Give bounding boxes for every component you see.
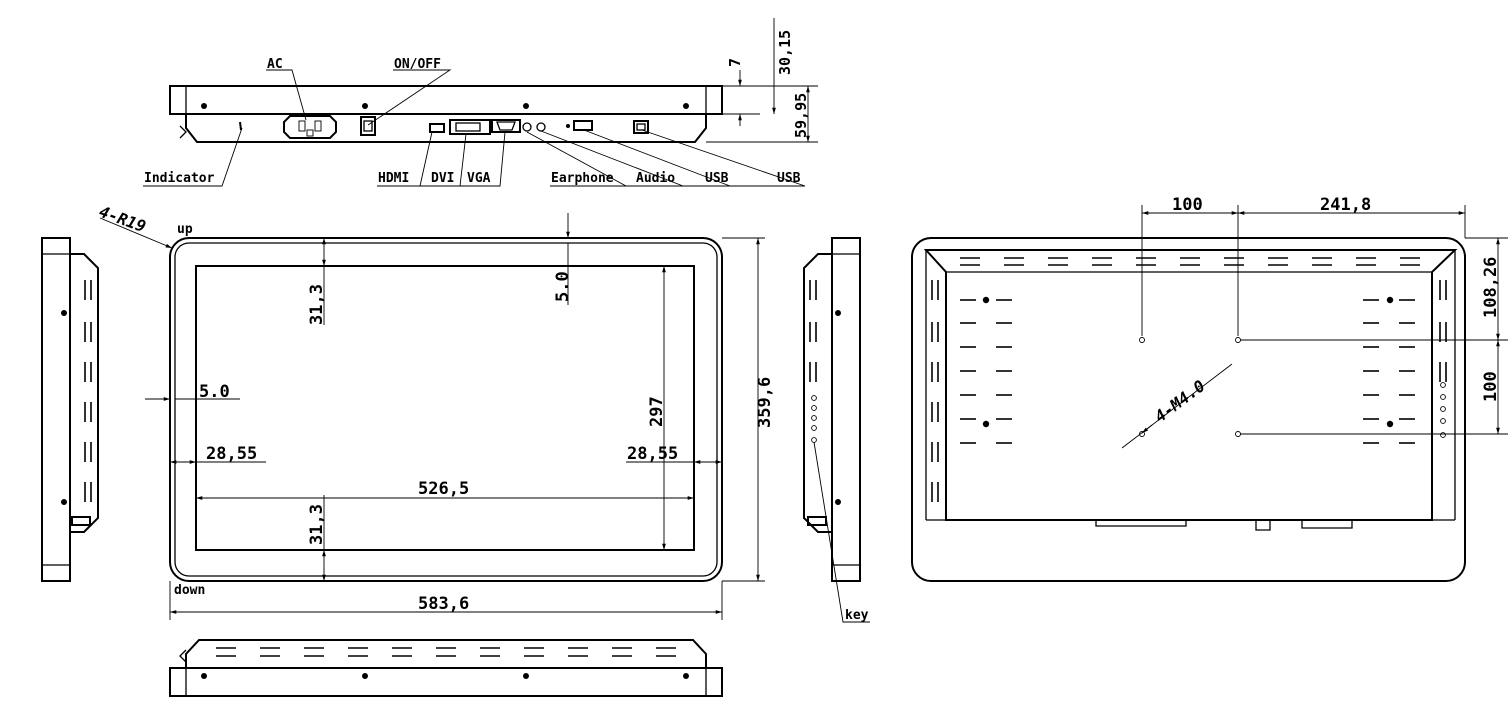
right-side-frame	[831, 237, 861, 582]
earphone-label: Earphone	[551, 171, 614, 186]
rear-key-buttons	[1440, 382, 1446, 438]
on-off-label: ON/OFF	[394, 57, 441, 72]
indicator-label: Indicator	[144, 171, 215, 186]
bottom-view-back	[185, 639, 707, 668]
right-vents	[809, 280, 817, 382]
indicator-led	[239, 121, 242, 131]
rear-outer-frame	[911, 237, 1466, 582]
audio-label: Audio	[636, 171, 675, 186]
hdmi-port-shape	[429, 123, 445, 133]
dim-left-offset: 28,55	[206, 444, 257, 464]
left-side-back	[70, 253, 99, 533]
rear-dim-108-26: 108,26	[1481, 257, 1501, 318]
ac-socket	[283, 115, 337, 139]
key-label: key	[845, 608, 869, 623]
dvi-port-shape	[449, 119, 491, 135]
usb-port-1-shape	[573, 120, 593, 131]
front-outer-bezel	[169, 237, 723, 582]
radius-label: 4-R19	[97, 202, 149, 236]
dim-right-offset: 28,55	[627, 444, 678, 464]
front-inner-bezel	[174, 242, 718, 577]
dim-overall-width: 583,6	[418, 594, 469, 614]
dim-bottom-border: 31,3	[307, 504, 327, 545]
top-view-back	[185, 114, 707, 143]
up-label: up	[177, 222, 193, 237]
dim-active-height: 297	[647, 396, 667, 427]
left-side-frame	[41, 237, 71, 582]
active-area	[195, 265, 695, 551]
audio-jack	[536, 122, 546, 132]
dvi-label: DVI	[431, 171, 454, 186]
usb-label-2: USB	[777, 171, 801, 186]
dim-top-bezel: 5.0	[553, 271, 573, 302]
hdmi-label: HDMI	[378, 171, 409, 186]
dim-overall-height: 359,6	[755, 377, 775, 428]
key-buttons	[811, 395, 817, 443]
rear-inner-slots-left	[960, 296, 1012, 444]
dim-59-95: 59,95	[792, 93, 810, 138]
rear-side-vents	[931, 280, 1447, 502]
left-side-view	[41, 237, 99, 582]
dim-7: 7	[726, 58, 744, 67]
top-view-frame	[169, 85, 723, 115]
dim-active-width: 526,5	[418, 479, 469, 499]
rear-mount-label: 4-M4.0	[1151, 376, 1209, 426]
bottom-view	[169, 639, 723, 697]
vga-label: VGA	[467, 171, 491, 186]
down-label: down	[174, 583, 205, 598]
right-side-back	[803, 253, 832, 533]
right-side-view: key	[803, 237, 870, 623]
rear-inner-slots-right	[1363, 296, 1415, 444]
usb-port-2-shape	[633, 120, 649, 134]
rear-view: 100 241,8 108,26 100 4-M4.0	[911, 195, 1508, 582]
rear-top-vents	[960, 257, 1420, 266]
dim-left-bezel: 5.0	[199, 382, 230, 402]
rear-dim-241-8: 241,8	[1320, 195, 1371, 215]
vga-port-shape	[491, 119, 521, 133]
dim-top-border: 31,3	[307, 284, 327, 325]
front-view: up down 4-R19 31,3 31,3 5.0 5.0 28,55 28…	[97, 202, 775, 620]
left-vents	[84, 280, 92, 502]
bottom-vents	[216, 647, 676, 657]
power-switch-shape	[360, 116, 376, 136]
top-view: AC ON/OFF Indicator HDMI DVI VGA Earphon…	[143, 18, 818, 187]
earphone-jack	[522, 122, 532, 132]
bottom-view-frame	[169, 667, 723, 697]
ac-label: AC	[267, 57, 283, 72]
rear-dim-100-v: 100	[1481, 371, 1501, 402]
dim-30-15: 30,15	[776, 30, 794, 75]
rear-dim-100-h: 100	[1172, 195, 1203, 215]
usb-label-1: USB	[705, 171, 729, 186]
